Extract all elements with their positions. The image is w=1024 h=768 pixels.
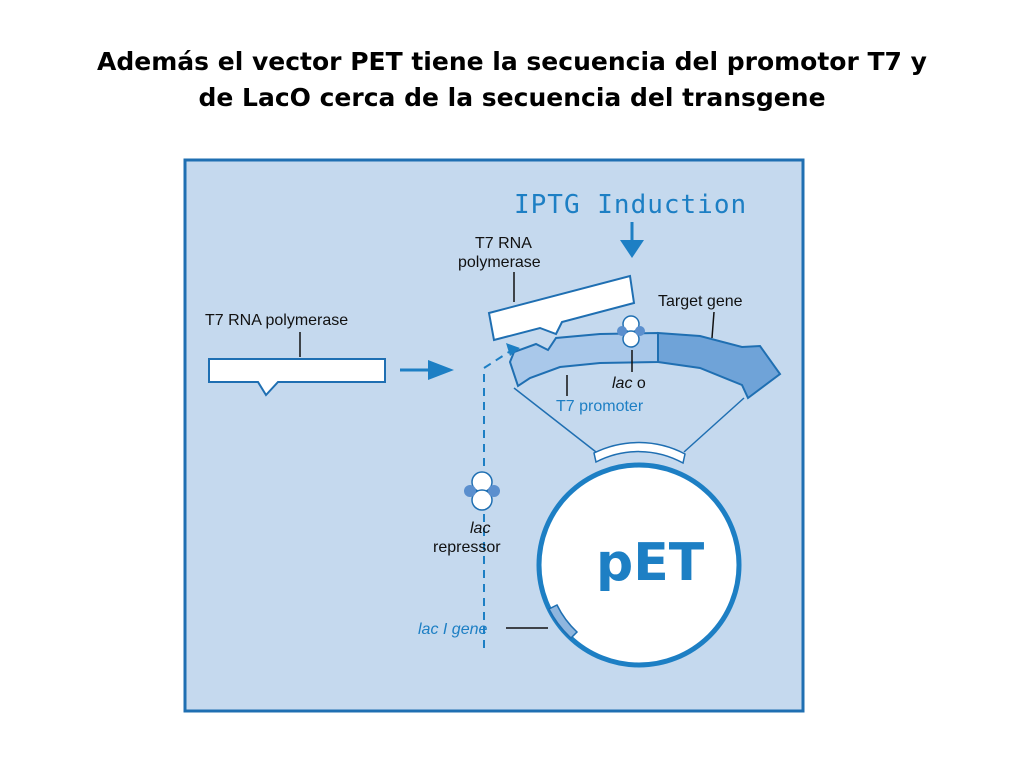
lac-repressor-label-1: lac [470, 520, 490, 537]
lac-i-gene-region [547, 603, 579, 640]
lac-repressor-icon [464, 471, 500, 511]
target-gene-label: Target gene [658, 293, 743, 310]
lac-operator-repressor-icon [617, 315, 645, 348]
slide-title: Además el vector PET tiene la secuencia … [0, 44, 1024, 116]
target-gene-segment [657, 331, 782, 400]
binding-arrow-icon [400, 360, 454, 380]
plasmid-insert-region [593, 441, 686, 465]
t7-rna-polymerase-left-label: T7 RNA polymerase [205, 312, 348, 329]
lac-o-label: lac o [612, 375, 646, 392]
t7-rna-polymerase-top-label-2: polymerase [458, 254, 541, 271]
lac-o-italic: lac [612, 375, 632, 392]
repressor-path-dashed [483, 349, 513, 648]
pet-plasmid-circle [536, 462, 742, 668]
iptg-arrow-icon [620, 222, 644, 258]
t7-promoter-label: T7 promoter [556, 398, 644, 415]
lac-repressor-label-2: repressor [433, 539, 501, 556]
t7-rna-polymerase-top-label-1: T7 RNA [475, 235, 532, 252]
t7-polymerase-free-shape [208, 358, 386, 397]
slide-title-line-2: de LacO cerca de la secuencia del transg… [198, 83, 826, 112]
slide-title-line-1: Además el vector PET tiene la secuencia … [97, 47, 927, 76]
plasmid-name: pET [596, 533, 705, 593]
lac-i-gene-label: lac I gene [418, 621, 487, 638]
t7-polymerase-bound-shape [487, 274, 636, 342]
iptg-induction-label: IPTG Induction [514, 190, 747, 220]
lac-o-suffix: o [632, 375, 645, 392]
